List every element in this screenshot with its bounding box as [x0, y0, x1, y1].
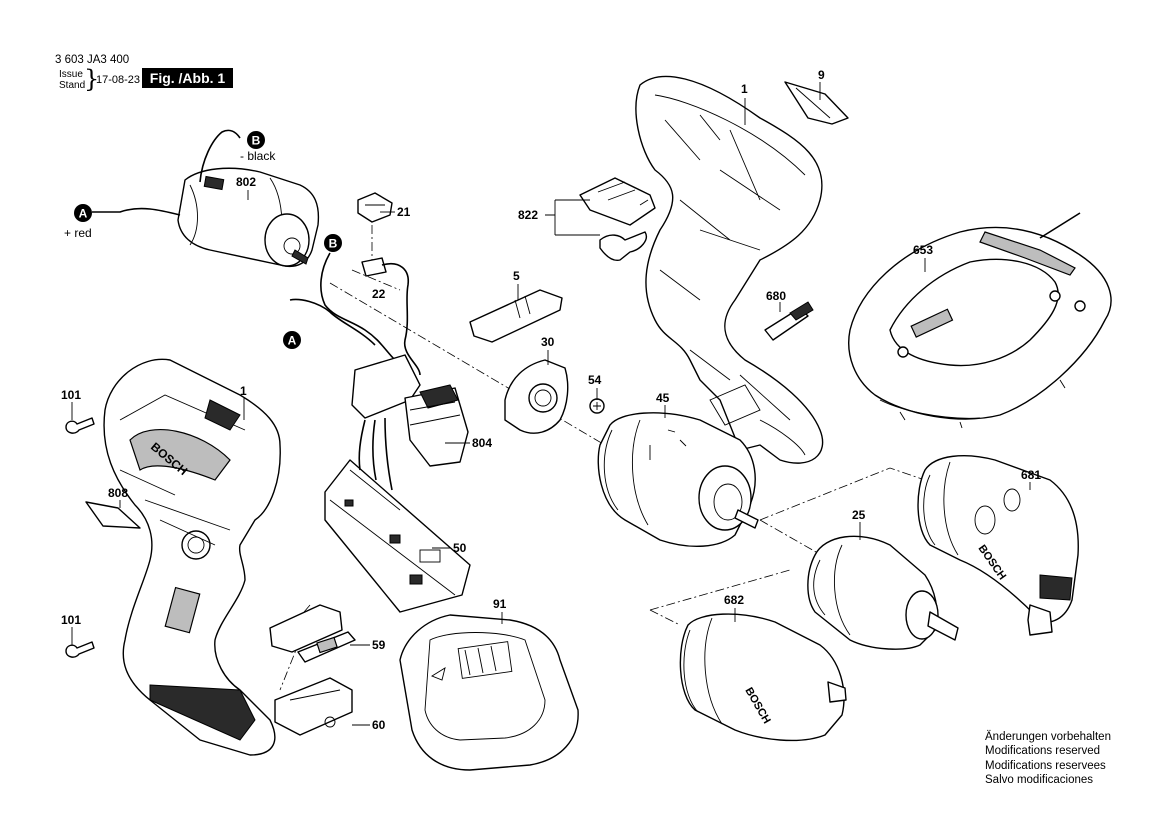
part-59-pad: [269, 604, 356, 663]
callout-808: 808: [108, 486, 128, 500]
part-91-battery: [399, 614, 579, 771]
callout-1-housing-right: 1: [741, 82, 748, 96]
part-822-switch: [545, 177, 656, 262]
callout-59: 59: [372, 638, 386, 652]
callout-681: 681: [1021, 468, 1041, 482]
callout-682: 682: [724, 593, 744, 607]
modifications-note: Änderungen vorbehalten Modifications res…: [985, 730, 1111, 787]
callout-25: 25: [852, 508, 866, 522]
part-45-gearbox: [597, 412, 759, 548]
callout-60: 60: [372, 718, 386, 732]
svg-text:B: B: [252, 134, 261, 148]
stand-label: Stand: [59, 80, 86, 91]
callout-22: 22: [372, 287, 386, 301]
note-line-es: Salvo modificaciones: [985, 773, 1094, 786]
callout-802: 802: [236, 175, 256, 189]
svg-text:B: B: [329, 237, 338, 251]
wire-marker-a-left: A: [74, 204, 92, 222]
callout-45: 45: [656, 391, 670, 405]
part-681-angle-adapter: BOSCH: [917, 455, 1079, 636]
callout-91: 91: [493, 597, 507, 611]
note-line-de: Änderungen vorbehalten: [985, 731, 1111, 743]
wire-marker-a-bottom: A: [283, 331, 301, 349]
part-653-charger: [848, 212, 1112, 429]
part-22-board: [361, 257, 387, 277]
document-number: 3 603 JA3 400: [55, 54, 130, 66]
callout-30: 30: [541, 335, 555, 349]
callout-50: 50: [453, 541, 467, 555]
part-5-slider: [469, 289, 563, 343]
housing-half-left: [103, 358, 281, 756]
part-50-pcb: [324, 417, 471, 613]
part-21-button: [357, 192, 393, 223]
figure-badge: Fig. /Abb. 1: [142, 68, 233, 88]
wire-marker-b-top: B: [247, 131, 265, 149]
part-680-bit: [764, 301, 814, 341]
callout-101-top: 101: [61, 388, 81, 402]
callout-680: 680: [766, 289, 786, 303]
note-line-fr: Modifications reservees: [985, 759, 1106, 772]
svg-text:A: A: [288, 334, 297, 348]
part-804-switch: [351, 354, 469, 467]
part-101-screw-top: [65, 417, 95, 434]
part-101-screw-bottom: [65, 641, 95, 658]
part-682-offset-adapter: BOSCH: [679, 613, 847, 742]
part-802-motor: [92, 129, 320, 268]
callout-21: 21: [397, 205, 411, 219]
part-60-pad: [274, 677, 353, 736]
svg-text:A: A: [79, 207, 88, 221]
part-54-screw: [589, 398, 605, 414]
wire-marker-b-mid: B: [324, 234, 342, 252]
part-30-bracket: [504, 359, 569, 434]
leader-lines: [71, 82, 1031, 726]
issue-date: 17-08-23: [96, 74, 141, 86]
part-9-label: [784, 81, 849, 125]
callout-101-bottom: 101: [61, 613, 81, 627]
callout-5: 5: [513, 269, 520, 283]
issue-label: Issue: [59, 69, 83, 80]
callout-1-housing-left: 1: [240, 384, 247, 398]
note-line-en: Modifications reserved: [985, 745, 1101, 758]
wire-label-red: + red: [64, 226, 92, 240]
wire-label-black: - black: [240, 149, 276, 163]
housing-half-right: [635, 75, 824, 464]
callout-822: 822: [518, 208, 538, 222]
part-25-chuck: [807, 535, 959, 650]
callout-9: 9: [818, 68, 825, 82]
callout-653: 653: [913, 243, 933, 257]
part-808-label: [85, 501, 141, 529]
callout-54: 54: [588, 373, 602, 387]
callout-804: 804: [472, 436, 492, 450]
issue-brace: }: [84, 65, 100, 93]
